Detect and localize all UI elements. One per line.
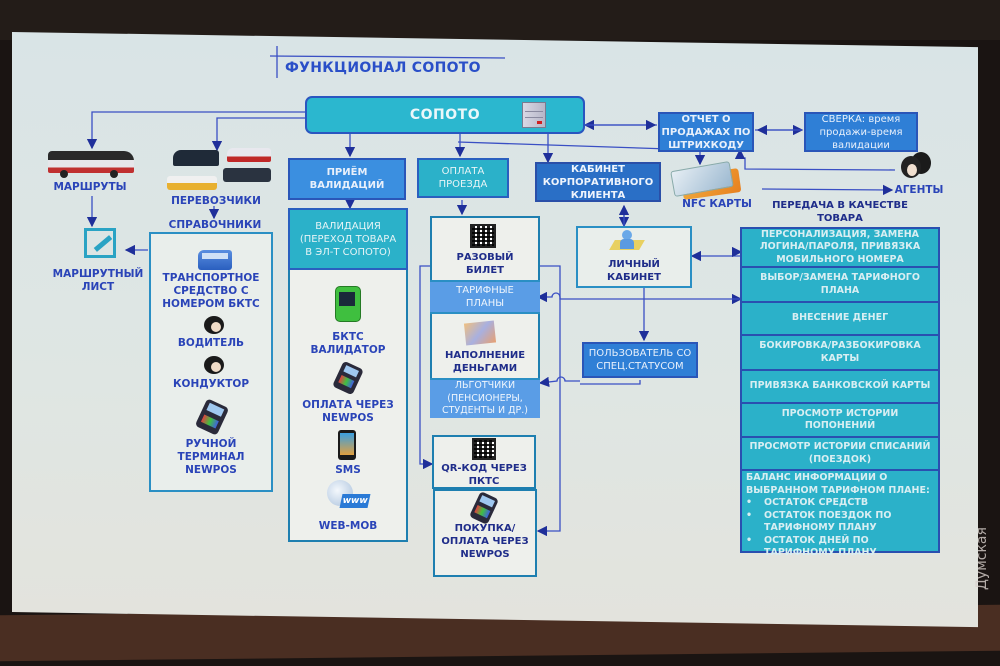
line-features-tariff xyxy=(536,291,740,303)
room-background-top xyxy=(0,0,1000,40)
line-ticket-qr xyxy=(419,265,434,470)
validation-header: ПРИЁМ ВАЛИДАЦИЙ xyxy=(288,158,406,200)
person-icon xyxy=(204,356,226,376)
feature-item: ПРИВЯЗКА БАНКОВСКОЙ КАРТЫ xyxy=(742,371,938,404)
validator-icon xyxy=(335,286,361,322)
line-nfc-agents xyxy=(761,184,894,196)
slide-title: ФУНКЦИОНАЛ СОПОТО xyxy=(285,60,481,76)
line-special-privileged xyxy=(538,376,580,388)
agents-label: АГЕНТЫ xyxy=(894,184,944,196)
sales-report-box: ОТЧЕТ О ПРОДАЖАХ ПО ШТРИХКОДУ xyxy=(658,112,754,152)
person-icon xyxy=(204,316,226,336)
line-ticket-purchase xyxy=(536,265,561,537)
sopoto-node: СОПОТО xyxy=(305,96,585,134)
agents-icon xyxy=(897,152,941,182)
qr-code-icon xyxy=(470,224,496,248)
special-user-box: ПОЛЬЗОВАТЕЛЬ СО СПЕЦ.СТАТУСОМ xyxy=(582,342,698,378)
sopoto-label: СОПОТО xyxy=(409,107,481,123)
waybill-label: МАРШРУТНЫЙ ЛИСТ xyxy=(52,268,144,293)
nfc-cards-icon xyxy=(670,160,762,200)
personal-cabinet-label: ЛИЧНЫЙ КАБИНЕТ xyxy=(607,259,661,283)
qr-code-label: QR-КОД ЧЕРЕЗ ПКТС xyxy=(441,463,527,487)
feature-item: ВНЕСЕНИЕ ДЕНЕГ xyxy=(742,303,938,336)
bus-icon xyxy=(198,250,232,270)
tariff-plans-section: ТАРИФНЫЕ ПЛАНЫ xyxy=(430,280,540,314)
validation-subheader: ВАЛИДАЦИЯ (ПЕРЕХОД ТОВАРА В ЭЛ-Т СОПОТО) xyxy=(288,208,408,270)
balance-bullet: •ОСТАТОК ДНЕЙ ПО ТАРИФНОМУ ПЛАНУ xyxy=(746,534,877,559)
validation-item-newpos: ОПЛАТА ЧЕРЕЗ NEWPOS xyxy=(302,399,394,424)
nfc-cards-label: NFC КАРТЫ xyxy=(682,198,752,210)
bus-icon xyxy=(48,148,138,178)
feature-item: ПЕРСОНАЛИЗАЦИЯ, ЗАМЕНА ЛОГИНА/ПАРОЛЯ, ПР… xyxy=(742,229,938,268)
validation-item-sms: SMS xyxy=(335,464,361,476)
purchase-label: ПОКУПКА/ ОПЛАТА ЧЕРЕЗ NEWPOS xyxy=(441,523,529,560)
reconciliation-box: СВЕРКА: время продажи-время валидации xyxy=(804,112,918,152)
cabinet-features-list: ПЕРСОНАЛИЗАЦИЯ, ЗАМЕНА ЛОГИНА/ПАРОЛЯ, ПР… xyxy=(740,227,940,558)
directory-item-driver: ВОДИТЕЛЬ xyxy=(177,337,245,349)
directory-item-conductor: КОНДУКТОР xyxy=(172,378,250,390)
validation-item-web: WEB-MOB xyxy=(318,520,378,532)
privileged-section: ЛЬГОТЧИКИ (ПЕНСИОНЕРЫ, СТУДЕНТЫ И ДР.) xyxy=(430,378,540,418)
smartphone-icon xyxy=(338,430,356,460)
server-icon xyxy=(522,102,546,128)
corporate-header: КАБИНЕТ КОРПОРАТИВНОГО КЛИЕНТА xyxy=(535,162,661,202)
carriers-label: ПЕРЕВОЗЧИКИ xyxy=(171,195,261,207)
balance-bullet: •ОСТАТОК ПОЕЗДОК ПО ТАРИФНОМУ ПЛАНУ xyxy=(746,509,892,534)
feature-item: ВЫБОР/ЗАМЕНА ТАРИФНОГО ПЛАНА xyxy=(742,268,938,303)
balance-info-title: БАЛАНС ИНФОРМАЦИИ О ВЫБРАННОМ ТАРИФНОМ П… xyxy=(746,472,930,496)
personal-cabinet-box xyxy=(576,226,692,288)
feature-item: ПРОСМОТР ИСТОРИИ ПОПОНЕНИЙ xyxy=(742,404,938,438)
balance-bullet: •ОСТАТОК СРЕДСТВ xyxy=(746,497,869,508)
title-rule-line xyxy=(269,55,506,59)
routes-label: МАРШРУТЫ xyxy=(53,181,127,193)
money-icon xyxy=(463,320,497,346)
user-computer-icon xyxy=(609,230,646,252)
single-ticket-label: РАЗОВЫЙ БИЛЕТ xyxy=(456,252,514,276)
top-up-label: НАПОЛНЕНИЕ ДЕНЬГАМИ xyxy=(444,350,526,374)
globe-www-icon: www xyxy=(325,480,371,512)
directories-label: СПРАВОЧНИКИ xyxy=(168,219,262,231)
feature-item: ПРОСМОТР ИСТОРИИ СПИСАНИЙ (ПОЕЗДОК) xyxy=(742,438,938,471)
edit-document-icon xyxy=(84,228,116,258)
line-agents-report xyxy=(734,148,896,171)
directory-item-terminal: РУЧНОЙ ТЕРМИНАЛ NEWPOS xyxy=(177,438,245,476)
line-sopoto-carriers xyxy=(211,117,305,152)
payment-header: ОПЛАТА ПРОЕЗДА xyxy=(417,158,509,198)
validation-item-validator: БКТС ВАЛИДАТОР xyxy=(310,331,386,356)
watermark: Думская xyxy=(974,527,990,590)
balance-info: БАЛАНС ИНФОРМАЦИИ О ВЫБРАННОМ ТАРИФНОМ П… xyxy=(746,472,934,560)
transfer-label: ПЕРЕДАЧА В КАЧЕСТВЕ ТОВАРА xyxy=(772,200,908,224)
carriers-buses-icon xyxy=(165,148,273,194)
feature-item: БОКИРОВКА/РАЗБОКИРОВКА КАРТЫ xyxy=(742,336,938,371)
qr-code-icon xyxy=(472,438,496,460)
line-sopoto-routes xyxy=(86,111,305,150)
directory-item-vehicle: ТРАНСПОРТНОЕ СРЕДСТВО С НОМЕРОМ БКТС xyxy=(162,272,260,310)
